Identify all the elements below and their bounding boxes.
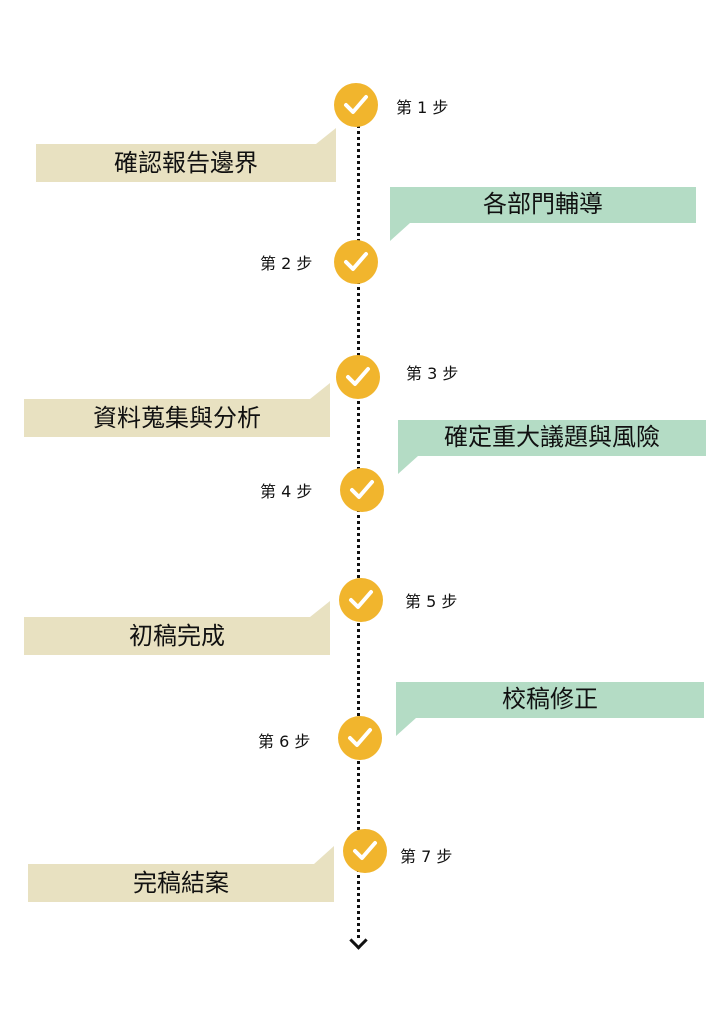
step-4-callout: 確定重大議題與風險 [398,420,706,474]
step-2-callout: 各部門輔導 [390,187,696,241]
step-6-title: 校稿修正 [502,685,598,713]
timeline-arrow-down-icon [349,931,368,950]
step-7-title: 完稿結案 [133,869,229,897]
step-7-check-icon [343,829,387,873]
step-5-label: 第 5 步 [405,592,458,611]
step-5-check-icon [339,578,383,622]
step-2-title: 各部門輔導 [483,190,603,218]
step-1-callout: 確認報告邊界 [36,128,336,182]
step-3-callout: 資料蒐集與分析 [24,383,330,437]
step-6-check-icon [338,716,382,760]
step-4-title: 確定重大議題與風險 [444,423,660,451]
step-1-title: 確認報告邊界 [114,149,258,177]
step-1-check-icon [334,83,378,127]
step-1-label: 第 1 步 [396,98,449,117]
step-6-callout: 校稿修正 [396,682,704,736]
step-3-label: 第 3 步 [406,364,459,383]
timeline-dotted-line [357,118,360,938]
step-2-check-icon [334,240,378,284]
step-4-label: 第 4 步 [260,482,313,501]
step-5-callout: 初稿完成 [24,601,330,655]
step-6-label: 第 6 步 [258,732,311,751]
step-7-label: 第 7 步 [400,847,453,866]
step-5-title: 初稿完成 [129,622,225,650]
step-7-callout: 完稿結案 [28,846,334,902]
step-4-check-icon [340,468,384,512]
step-2-label: 第 2 步 [260,254,313,273]
step-3-title: 資料蒐集與分析 [93,404,261,432]
step-3-check-icon [336,355,380,399]
